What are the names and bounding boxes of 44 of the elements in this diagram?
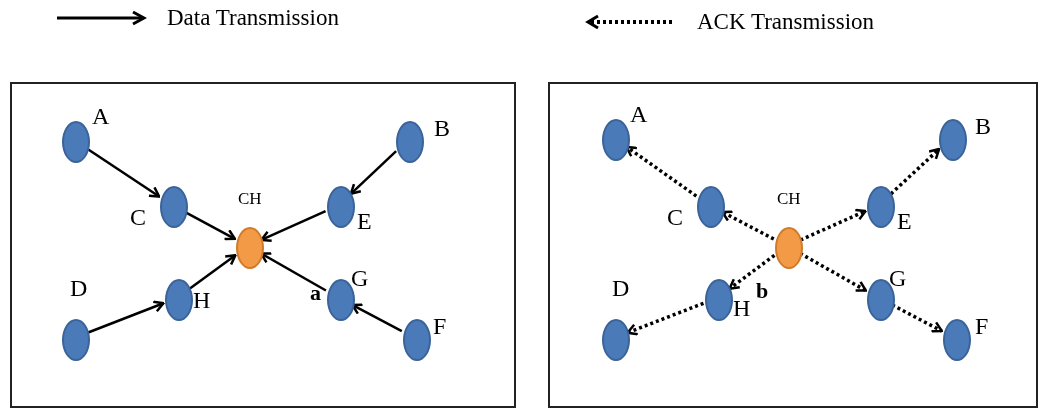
- node-ellipse: [165, 279, 193, 321]
- legend-text: ACK Transmission: [697, 10, 875, 33]
- node-label: B: [975, 114, 991, 138]
- node-ellipse: [62, 121, 90, 163]
- node-label: H: [193, 288, 211, 312]
- node-ellipse: [160, 186, 188, 228]
- node-ellipse: [602, 319, 630, 361]
- node-ellipse: [697, 186, 725, 228]
- node-ellipse: [403, 319, 431, 361]
- node-label: CH: [777, 190, 801, 207]
- panel-label: b: [756, 280, 769, 302]
- arrow: [349, 150, 397, 196]
- node-label: G: [889, 266, 907, 290]
- node-label: C: [667, 205, 683, 229]
- node-label: E: [357, 209, 372, 233]
- node-label: G: [351, 266, 369, 290]
- node-label: F: [975, 314, 989, 338]
- node-label: CH: [238, 190, 262, 207]
- node-label: A: [92, 104, 110, 128]
- node-label: E: [897, 209, 912, 233]
- node-ellipse: [867, 186, 895, 228]
- node-ellipse: [602, 119, 630, 161]
- node-label: C: [130, 205, 146, 229]
- node-ellipse: [705, 279, 733, 321]
- panel-frame: [548, 82, 1038, 408]
- arrow: [260, 209, 327, 243]
- node-ellipse: [62, 319, 90, 361]
- panel-label: a: [310, 282, 321, 304]
- node-ellipse: [775, 227, 803, 269]
- node-label: D: [70, 276, 88, 300]
- node-label: F: [433, 314, 447, 338]
- legend-text: Data Transmission: [167, 6, 339, 29]
- node-label: A: [630, 102, 648, 126]
- arrow: [728, 253, 776, 291]
- node-ellipse: [939, 119, 967, 161]
- node-ellipse: [327, 186, 355, 228]
- node-label: D: [612, 276, 630, 300]
- node-ellipse: [236, 227, 264, 269]
- node-ellipse: [396, 121, 424, 163]
- node-label: B: [434, 116, 450, 140]
- panel-frame: [10, 82, 516, 408]
- node-label: H: [733, 296, 751, 320]
- arrow: [889, 147, 941, 196]
- node-ellipse: [943, 319, 971, 361]
